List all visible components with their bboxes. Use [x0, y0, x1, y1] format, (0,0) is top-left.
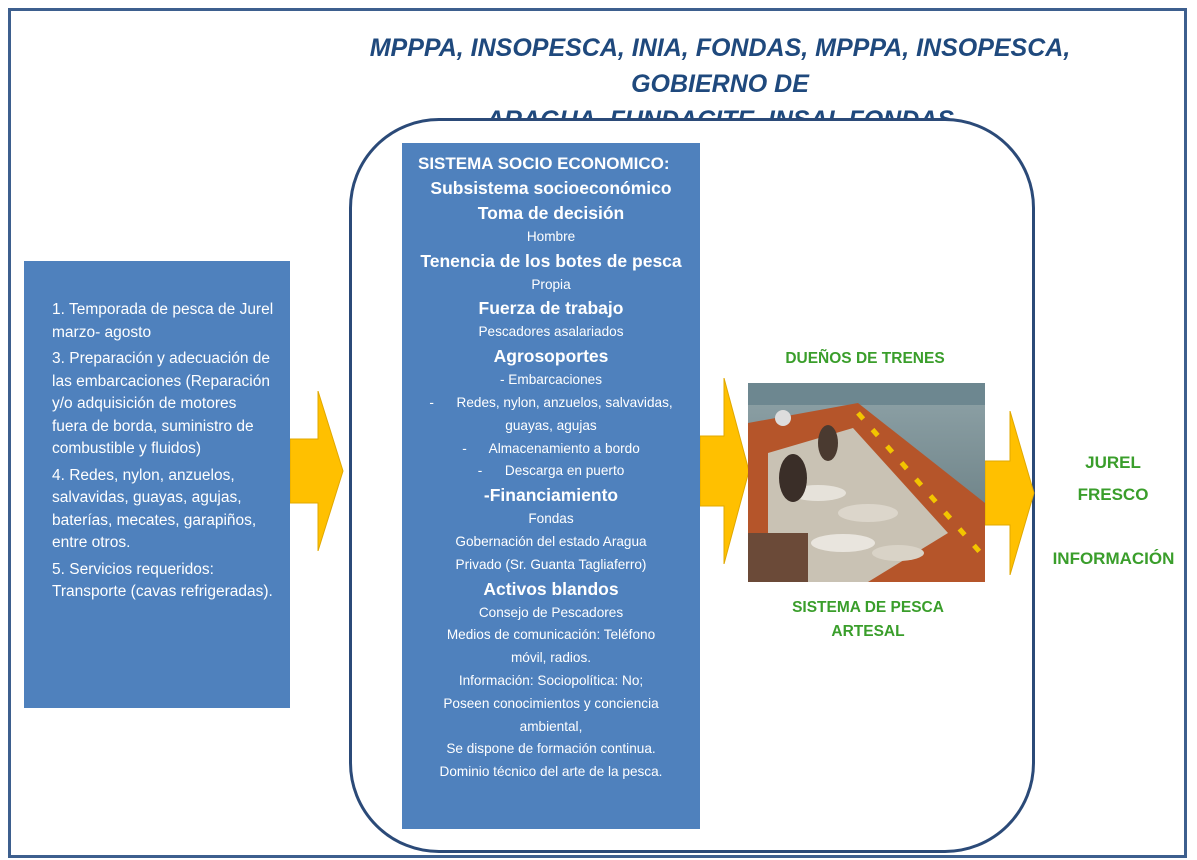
input-item: 5. Servicios requeridos: Transporte (cav…	[52, 560, 273, 601]
soft-asset-item: Información: Sociopolítica: No;	[458, 672, 644, 688]
inputs-box: 1. Temporada de pesca de Jurel marzo- ag…	[24, 261, 290, 708]
subsystem-heading: Subsistema socioeconómico	[430, 177, 672, 198]
input-item: 3. Preparación y adecuación de las embar…	[52, 350, 271, 457]
soft-asset-item: Consejo de Pescadores	[478, 604, 624, 620]
fishing-system-line-2: ARTESAL	[831, 623, 905, 640]
ownership-heading: Tenencia de los botes de pesca	[420, 250, 682, 271]
fishing-system-line-1: SISTEMA DE PESCA	[792, 599, 944, 616]
workforce-value: Pescadores asalariados	[478, 324, 624, 340]
owners-label: DUEÑOS DE TRENES	[785, 350, 945, 367]
decision-heading: Toma de decisión	[477, 202, 625, 223]
soft-asset-item: Medios de comunicación: Teléfono	[446, 627, 656, 643]
financing-item: Gobernación del estado Aragua	[455, 533, 647, 549]
input-item: 4. Redes, nylon, anzuelos, salvavidas, g…	[52, 466, 257, 552]
output-jurel: JUREL	[1085, 453, 1141, 472]
output-informacion: INFORMACIÓN	[1052, 549, 1175, 568]
institutions-line-1: MPPPA, INSOPESCA, INIA, FONDAS, MPPPA, I…	[369, 34, 1071, 98]
flow-arrow-3	[985, 411, 1035, 575]
soft-asset-item-cont: ambiental,	[519, 718, 583, 734]
soft-asset-item: Se dispone de formación continua.	[446, 741, 656, 757]
fishing-boat-photo	[748, 383, 985, 582]
agrosupports-heading: Agrosoportes	[493, 346, 609, 367]
agrosupport-item: - Descarga en puerto	[477, 463, 625, 479]
decision-value: Hombre	[526, 228, 576, 244]
agrosupport-item-cont: guayas, agujas	[505, 417, 597, 433]
workforce-heading: Fuerza de trabajo	[478, 298, 624, 319]
socioeconomic-system-box: SISTEMA SOCIO ECONOMICO: Subsistema soci…	[402, 143, 700, 829]
financing-item: Fondas	[528, 511, 574, 527]
input-item: 1. Temporada de pesca de Jurel marzo- ag…	[52, 301, 274, 341]
agrosupport-item: - Redes, nylon, anzuelos, salvavidas,	[429, 394, 673, 410]
flow-arrow-1	[290, 391, 344, 551]
financing-item: Privado (Sr. Guanta Tagliaferro)	[455, 556, 647, 572]
soft-asset-item: Dominio técnico del arte de la pesca.	[439, 764, 663, 780]
agrosupport-item: - Embarcaciones	[500, 372, 602, 388]
soft-assets-heading: Activos blandos	[483, 578, 619, 599]
flow-arrow-2	[700, 378, 750, 564]
system-title: SISTEMA SOCIO ECONOMICO:	[418, 154, 670, 173]
output-fresco: FRESCO	[1077, 485, 1149, 504]
soft-asset-item-cont: móvil, radios.	[510, 650, 592, 666]
fishing-system-label: SISTEMA DE PESCA ARTESAL	[748, 596, 988, 644]
financing-heading: -Financiamiento	[483, 485, 619, 506]
soft-asset-item: Poseen conocimientos y conciencia	[443, 695, 659, 711]
ownership-value: Propia	[531, 276, 571, 292]
agrosupport-item: - Almacenamiento a bordo	[462, 440, 640, 456]
